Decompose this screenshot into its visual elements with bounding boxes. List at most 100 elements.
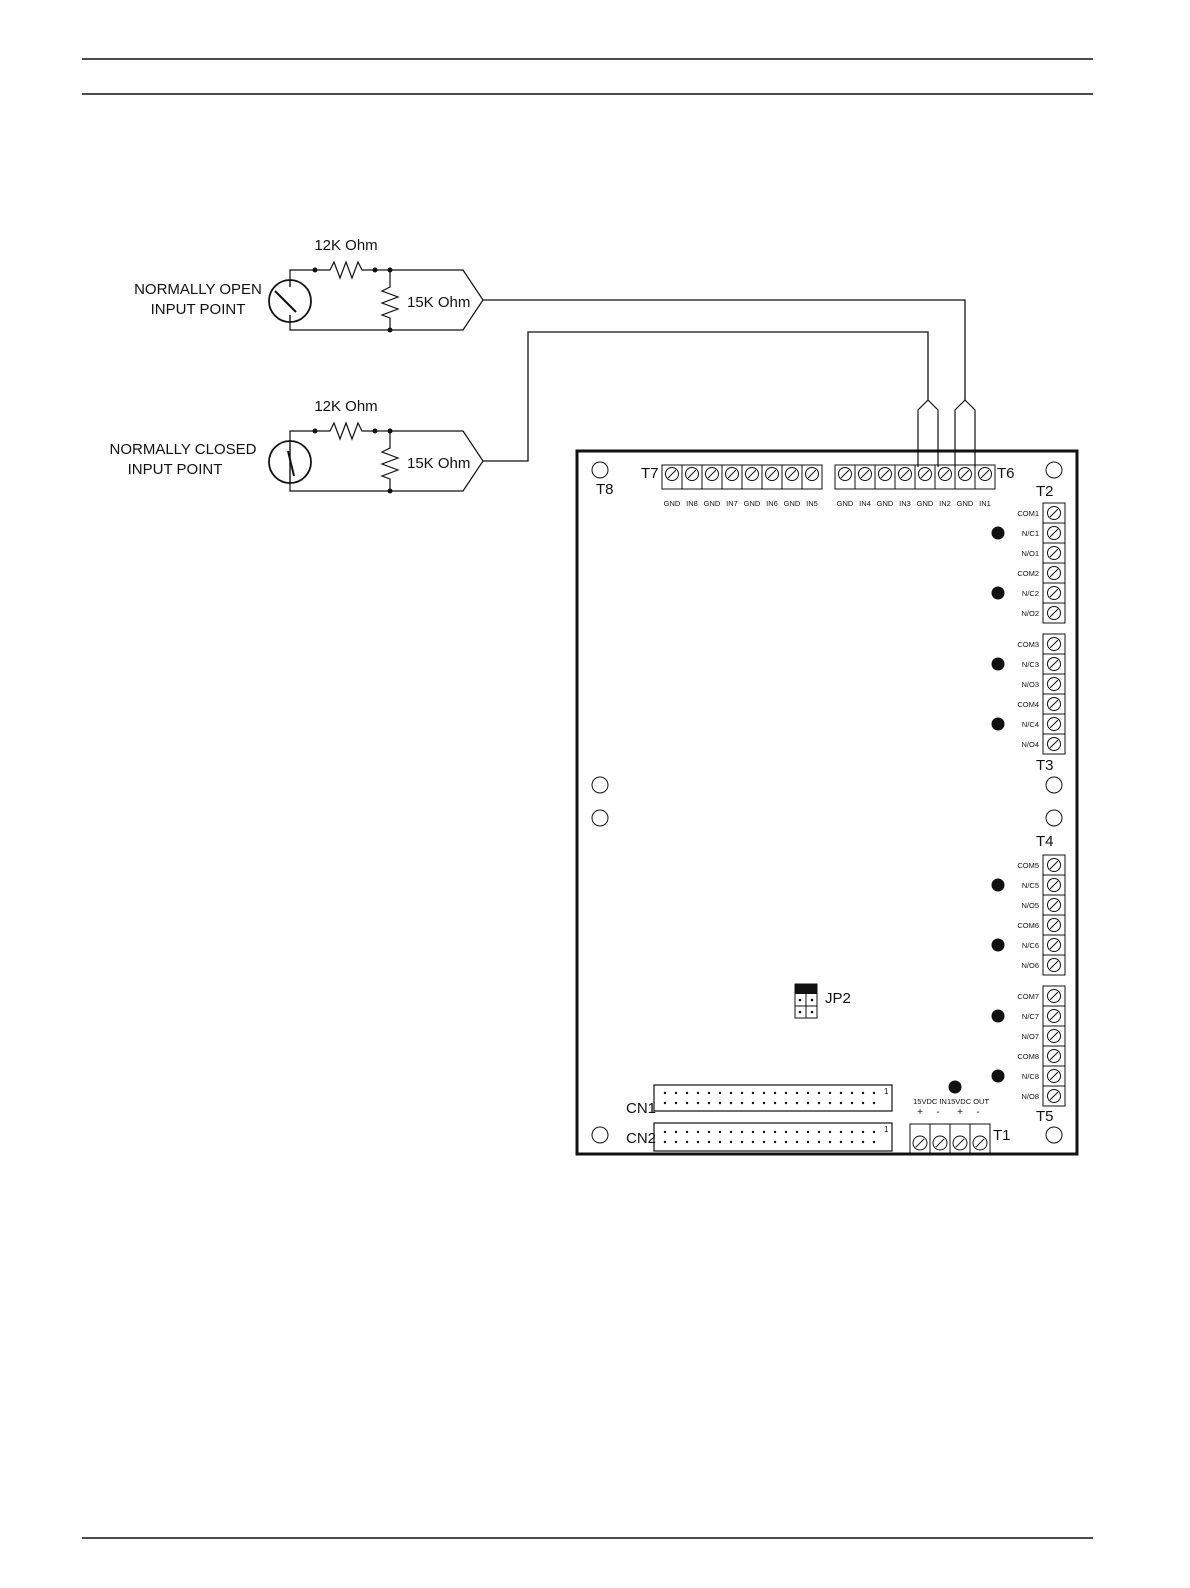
header-pin <box>773 1101 777 1105</box>
header-pin <box>707 1130 711 1134</box>
t3-label: T3 <box>1036 757 1054 774</box>
relay-terminal-label: N/O2 <box>1021 609 1039 618</box>
relay-terminal-label: N/O1 <box>1021 549 1039 558</box>
screw-icon <box>745 467 759 481</box>
relay-led <box>991 878 1005 892</box>
header-pin <box>828 1140 832 1144</box>
header-pin <box>696 1130 700 1134</box>
screw-icon <box>1047 566 1061 580</box>
screw-icon <box>1047 878 1061 892</box>
screw-icon <box>1047 1049 1061 1063</box>
header-pin <box>740 1130 744 1134</box>
screw-icon <box>1047 606 1061 620</box>
power-out-minus: - <box>976 1107 979 1118</box>
screw-icon <box>765 467 779 481</box>
terminal-cell <box>894 464 916 490</box>
screw-icon <box>858 467 872 481</box>
header-pin <box>839 1130 843 1134</box>
header-pin <box>806 1130 810 1134</box>
relay-terminal-label: N/C4 <box>1022 720 1039 729</box>
header-pin <box>674 1130 678 1134</box>
terminal-label: GND <box>837 499 854 508</box>
header-pin <box>729 1091 733 1095</box>
header-pin <box>817 1101 821 1105</box>
relay-terminal-label: N/O8 <box>1021 1092 1039 1101</box>
relay-led <box>991 1009 1005 1023</box>
header-pin <box>817 1140 821 1144</box>
terminal-label: GND <box>957 499 974 508</box>
relay-led <box>991 657 1005 671</box>
relay-terminal-label: N/O3 <box>1021 680 1039 689</box>
screw-icon <box>932 1135 948 1151</box>
terminal-label: GND <box>784 499 801 508</box>
header-pin <box>696 1101 700 1105</box>
screw-icon <box>978 467 992 481</box>
header-pin <box>663 1091 667 1095</box>
terminal-label: IN2 <box>939 499 951 508</box>
power-out-label: 15VDC OUT <box>947 1097 990 1106</box>
header-pin <box>740 1091 744 1095</box>
header-pin <box>773 1091 777 1095</box>
relay-terminal-label: COM6 <box>1017 921 1039 930</box>
t2-label: T2 <box>1036 483 1054 500</box>
header-pin <box>663 1101 667 1105</box>
screw-icon <box>912 1135 928 1151</box>
cn1-pin1-mark: 1 <box>884 1087 889 1096</box>
screw-icon <box>898 467 912 481</box>
screw-icon <box>1047 737 1061 751</box>
relay-terminal-label: COM3 <box>1017 640 1039 649</box>
terminal-cell <box>721 464 743 490</box>
no-series-resistor <box>315 260 375 280</box>
header-pin <box>685 1140 689 1144</box>
screw-icon <box>1047 586 1061 600</box>
terminal-label: IN8 <box>686 499 698 508</box>
terminal-label: GND <box>744 499 761 508</box>
relay-terminal-label: N/O4 <box>1021 740 1039 749</box>
header-pin <box>740 1140 744 1144</box>
header-pin <box>784 1130 788 1134</box>
header-pin <box>751 1091 755 1095</box>
header-pin <box>828 1130 832 1134</box>
power-in-minus: - <box>936 1107 939 1118</box>
header-pin <box>839 1091 843 1095</box>
mounting-hole <box>1045 776 1063 794</box>
screw-icon <box>938 467 952 481</box>
terminal-label: GND <box>877 499 894 508</box>
no-label-line2: INPUT POINT <box>151 301 246 318</box>
screw-icon <box>952 1135 968 1151</box>
t4-label: T4 <box>1036 833 1054 850</box>
t1-label: T1 <box>993 1127 1011 1144</box>
terminal-cell <box>974 464 996 490</box>
mounting-hole <box>591 809 609 827</box>
terminal-cell <box>834 464 856 490</box>
relay-led <box>991 1069 1005 1083</box>
relay-terminal-label: N/C5 <box>1022 881 1039 890</box>
header-pin <box>850 1140 854 1144</box>
power-in-label: 15VDC IN <box>913 1097 947 1106</box>
terminal-label: IN3 <box>899 499 911 508</box>
header-pin <box>817 1130 821 1134</box>
relay-terminal-label: COM1 <box>1017 509 1039 518</box>
screw-icon <box>1047 637 1061 651</box>
header-pin <box>751 1101 755 1105</box>
power-led <box>948 1080 962 1094</box>
header-pin <box>828 1101 832 1105</box>
no-series-resistor-label: 12K Ohm <box>314 237 377 254</box>
terminal-cell <box>701 464 723 490</box>
header-pin <box>795 1130 799 1134</box>
terminal-label: GND <box>917 499 934 508</box>
header-pin <box>861 1091 865 1095</box>
mounting-hole <box>591 461 609 479</box>
power-terminal-cell <box>969 1123 991 1155</box>
t1-power-terminal-strip <box>909 1123 991 1155</box>
relay-terminal-label: COM5 <box>1017 861 1039 870</box>
terminal-cell <box>741 464 763 490</box>
screw-icon <box>685 467 699 481</box>
screw-icon <box>1047 898 1061 912</box>
header-pin <box>861 1140 865 1144</box>
header-pin <box>685 1130 689 1134</box>
relay-led <box>991 938 1005 952</box>
header-pin <box>762 1101 766 1105</box>
header-pin <box>861 1130 865 1134</box>
